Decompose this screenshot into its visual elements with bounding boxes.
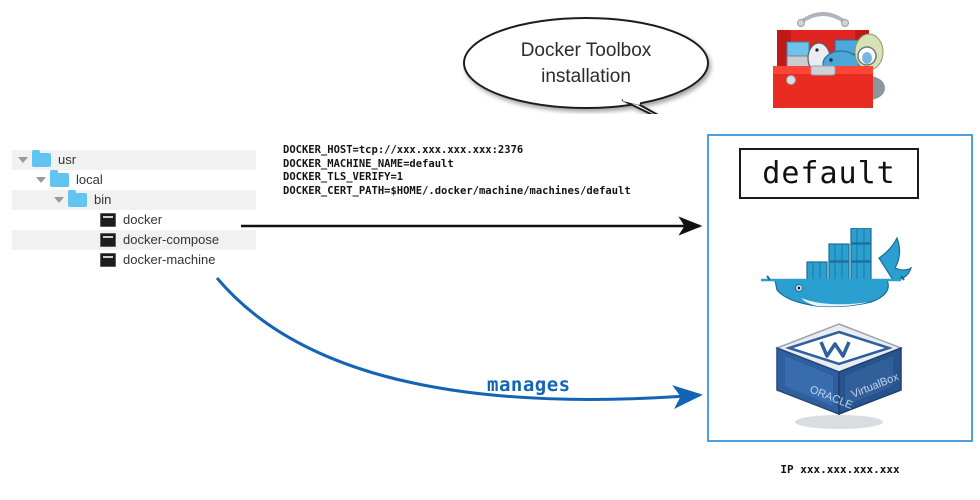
tree-row-docker-compose[interactable]: docker-compose — [12, 230, 256, 250]
tree-row-bin[interactable]: bin — [12, 190, 256, 210]
tree-item-label: docker — [123, 212, 163, 227]
file-tree: usr local bin docker docker-compose docker-ma… — [12, 150, 256, 270]
machine-name-box: default — [739, 148, 919, 199]
env-var-line: DOCKER_MACHINE_NAME=default — [283, 157, 454, 170]
machine-name-label: default — [762, 156, 896, 191]
env-var-line: DOCKER_TLS_VERIFY=1 — [283, 171, 404, 183]
docker-whale-icon — [751, 227, 929, 315]
folder-icon — [68, 190, 87, 207]
callout-text: Docker Toolbox installation — [462, 38, 710, 90]
virtual-machine-panel: default — [707, 134, 973, 442]
disclosure-triangle-icon[interactable] — [18, 157, 28, 163]
tree-row-usr[interactable]: usr — [12, 150, 256, 170]
tree-row-docker-machine[interactable]: docker-machine — [12, 250, 256, 270]
folder-icon — [32, 150, 51, 167]
callout-line-2: installation — [541, 66, 631, 87]
virtualbox-icon: ORACLE VirtualBox — [737, 318, 941, 435]
docker-toolbox-icon — [757, 4, 889, 121]
tree-row-docker[interactable]: docker — [12, 210, 256, 230]
env-var-line: DOCKER_HOST=tcp://xxx.xxx.xxx.xxx:2376 — [283, 144, 524, 156]
disclosure-triangle-icon[interactable] — [36, 177, 46, 183]
tree-item-label: usr — [58, 152, 77, 167]
tree-item-label: bin — [94, 192, 112, 207]
callout-bubble: Docker Toolbox installation — [462, 14, 720, 139]
folder-icon — [50, 170, 69, 187]
manages-label: manages — [487, 374, 571, 396]
tree-row-local[interactable]: local — [12, 170, 256, 190]
manages-arrow — [215, 277, 703, 410]
tree-item-label: docker-compose — [123, 232, 220, 247]
tree-item-label: local — [76, 172, 103, 187]
executable-file-icon — [100, 213, 116, 227]
disclosure-triangle-icon[interactable] — [54, 197, 64, 203]
callout-line-1: Docker Toolbox — [520, 40, 652, 61]
executable-file-icon — [100, 253, 116, 267]
tree-item-label: docker-machine — [123, 252, 216, 267]
executable-file-icon — [100, 233, 116, 247]
vm-ip-label: IP xxx.xxx.xxx.xxx — [780, 463, 900, 476]
env-var-line: DOCKER_CERT_PATH=$HOME/.docker/machine/m… — [283, 184, 631, 197]
